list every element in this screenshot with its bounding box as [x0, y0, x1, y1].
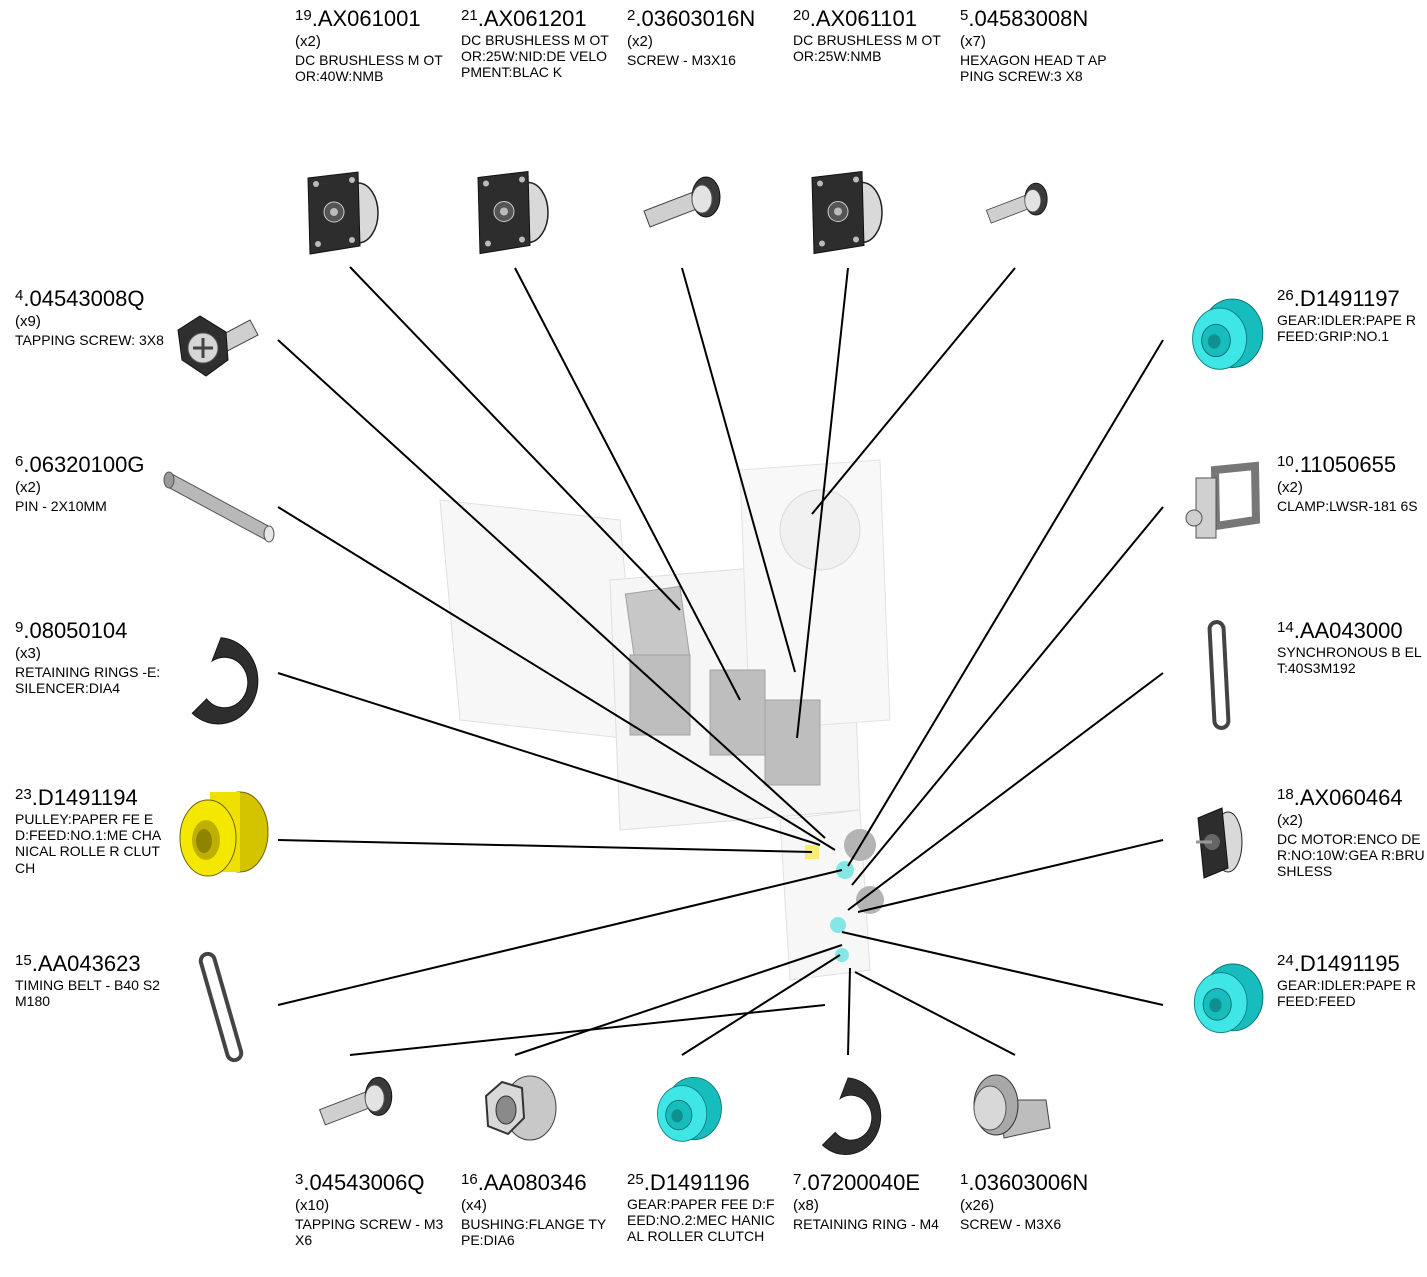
part-label: 20.AX061101 DC BRUSHLESS M OTOR:25W:NMB — [793, 6, 941, 65]
part-label: 26.D1491197 GEAR:IDLER:PAPE R FEED:GRIP:… — [1277, 286, 1417, 345]
bushing-icon — [484, 1075, 557, 1141]
clamp-icon — [1185, 461, 1261, 539]
part-label: 23.D1491194 PULLEY:PAPER FE ED:FEED:NO.1… — [15, 785, 162, 876]
leader-line — [811, 267, 1016, 515]
retaining-ring-icon — [821, 1077, 882, 1156]
leader-line — [847, 672, 1164, 911]
part-label: 14.AA043000 SYNCHRONOUS B ELT:40S3M192 — [1277, 618, 1422, 677]
leader-line — [277, 506, 836, 851]
gear-icon — [1193, 963, 1264, 1034]
belt-icon — [198, 951, 244, 1063]
part-label: 24.D1491195 GEAR:IDLER:PAPE R FEED:FEED — [1277, 951, 1417, 1010]
screw-icon — [177, 315, 259, 377]
leader-line — [277, 869, 843, 1006]
part-label: 18.AX060464 (x2) DC MOTOR:ENCO DER:NO:10… — [1277, 785, 1425, 879]
part-label: 25.D1491196 GEAR:PAPER FEE D:FEED:NO.2:M… — [627, 1170, 775, 1245]
part-label: 6.06320100G (x2) PIN - 2X10MM — [15, 452, 145, 514]
leader-line — [851, 506, 1164, 886]
screw-icon — [985, 182, 1048, 224]
retaining-ring-icon — [191, 637, 259, 725]
leader-line — [349, 266, 681, 611]
leader-line — [841, 931, 1164, 1006]
leader-line — [514, 267, 741, 701]
screw-icon — [643, 176, 721, 228]
motor-icon — [477, 170, 549, 255]
leader-line — [847, 339, 1164, 867]
part-label: 1.03603006N (x26) SCREW - M3X6 — [960, 1170, 1089, 1232]
part-label: 16.AA080346 (x4) BUSHING:FLANGE TYPE:DIA… — [461, 1170, 607, 1248]
pulley-icon — [179, 791, 269, 877]
leader-line — [277, 839, 813, 853]
pin-icon — [163, 471, 275, 543]
leader-line — [796, 267, 849, 739]
part-label: 21.AX061201 DC BRUSHLESS M OTOR:25W:NID:… — [461, 6, 609, 81]
part-label: 5.04583008N (x7) HEXAGON HEAD T APPING S… — [960, 6, 1107, 84]
motor-icon — [1196, 807, 1243, 879]
part-label: 9.08050104 (x3) RETAINING RINGS -E:SILEN… — [15, 618, 161, 696]
part-label: 4.04543008Q (x9) TAPPING SCREW: 3X8 — [15, 286, 164, 348]
assembly-ghost-image — [439, 459, 891, 981]
part-label: 2.03603016N (x2) SCREW - M3X16 — [627, 6, 756, 68]
part-label: 10.11050655 (x2) CLAMP:LWSR-181 6S — [1277, 452, 1418, 514]
part-label: 3.04543006Q (x10) TAPPING SCREW - M3X6 — [295, 1170, 444, 1248]
leader-line — [681, 267, 796, 673]
leader-line — [854, 971, 1016, 1056]
leader-line — [857, 839, 1164, 913]
screw-icon — [319, 1076, 393, 1126]
leader-line — [277, 672, 821, 846]
leader-line — [681, 954, 841, 1056]
gear-icon — [1192, 298, 1264, 370]
screw-icon — [973, 1074, 1051, 1139]
gear-icon — [657, 1076, 722, 1142]
part-label: 15.AA043623 TIMING BELT - B40 S2M180 — [15, 951, 160, 1010]
belt-icon — [1207, 620, 1231, 730]
leader-line — [277, 339, 826, 839]
leader-line — [847, 967, 851, 1056]
part-label: 7.07200040E (x8) RETAINING RING - M4 — [793, 1170, 939, 1232]
leader-line — [514, 944, 843, 1056]
part-label: 19.AX061001 (x2) DC BRUSHLESS M OTOR:40W… — [295, 6, 443, 84]
motor-icon — [307, 171, 379, 255]
motor-icon — [811, 170, 883, 255]
